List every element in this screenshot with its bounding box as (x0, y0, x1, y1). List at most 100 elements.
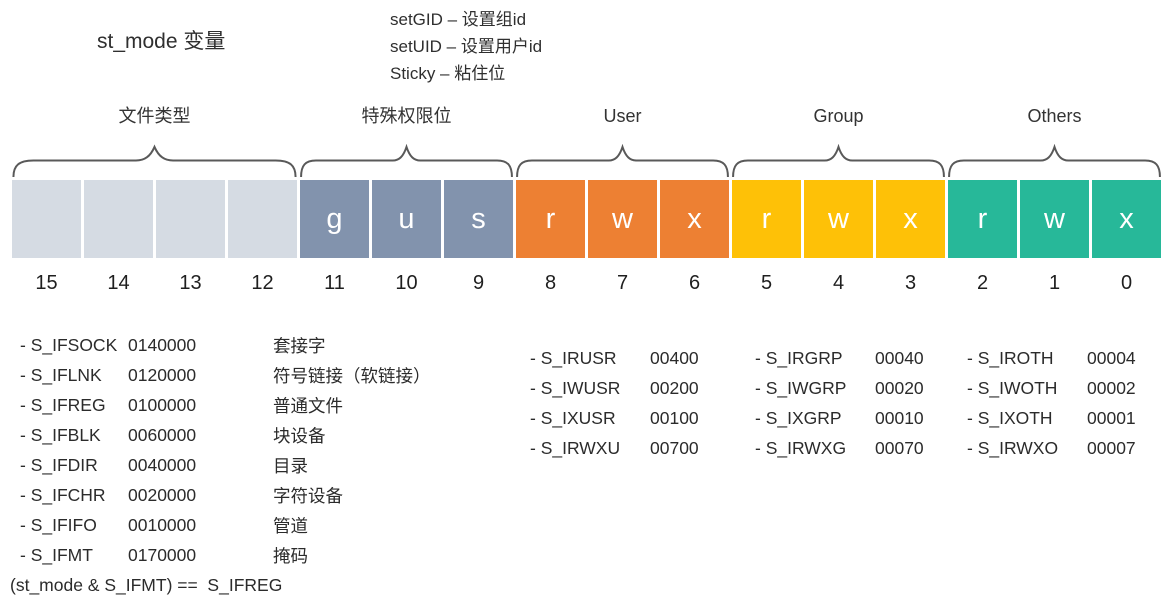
bit-letter: x (1119, 202, 1134, 235)
bit-group-others: Others r w x 2 1 0 (948, 103, 1161, 295)
flag-desc: 普通文件 (273, 395, 343, 416)
flag-value: 0010000 (128, 514, 197, 535)
group-label-filetype: 文件类型 (118, 106, 191, 126)
bitfield: 文件类型 15 14 13 12 特殊权限位 (12, 103, 1161, 295)
bit-number-12: 12 (251, 272, 274, 294)
flag-value: 00010 (875, 407, 924, 428)
group-label-user: User (603, 106, 642, 126)
bit-number-row: 2 1 0 (948, 272, 1161, 295)
flag-name: - S_IFDIR (20, 454, 98, 475)
bit-number-4: 4 (832, 272, 845, 294)
table-row: - S_IFCHR 0020000 字符设备 (20, 480, 431, 510)
table-row: - S_IXGRP 00010 (755, 403, 924, 433)
flag-value: 00040 (875, 347, 924, 368)
bit-number-10: 10 (395, 272, 418, 294)
flag-name: - S_IFSOCK (20, 334, 118, 355)
mask-formula: (st_mode & S_IFMT) == S_IFREG (10, 575, 283, 595)
flag-value: 0170000 (128, 544, 197, 565)
flag-value: 00002 (1087, 377, 1136, 398)
flag-value: 00004 (1087, 347, 1136, 368)
bit-letter: r (977, 202, 988, 235)
flag-name: - S_IWOTH (967, 377, 1058, 398)
flag-value: 00001 (1087, 407, 1136, 428)
group-label-group: Group (813, 106, 864, 126)
group-label-special: 特殊权限位 (361, 106, 452, 126)
bit-cell-2: r (948, 180, 1017, 258)
flag-name: - S_IFIFO (20, 514, 97, 535)
bit-cell-9: s (444, 180, 513, 258)
flag-name: - S_IFMT (20, 544, 93, 565)
bit-group-filetype: 文件类型 15 14 13 12 (12, 103, 297, 295)
flag-value: 00070 (875, 437, 924, 458)
flag-value: 00100 (650, 407, 699, 428)
bit-number-13: 13 (179, 272, 202, 294)
group-label-others: Others (1027, 106, 1082, 126)
flag-name: - S_IFLNK (20, 364, 102, 385)
flag-desc: 掩码 (273, 545, 308, 566)
flag-value: 0040000 (128, 454, 197, 475)
bit-group-special: 特殊权限位 g u s 11 10 9 (300, 103, 513, 295)
bit-letter: s (471, 202, 486, 235)
bit-cell-0: x (1092, 180, 1161, 258)
table-row: - S_IFMT 0170000 掩码 (20, 540, 431, 570)
flag-desc: 目录 (273, 455, 308, 476)
flag-desc: 块设备 (273, 425, 326, 446)
flag-name: - S_IRGRP (755, 347, 843, 368)
bit-letter: r (761, 202, 772, 235)
table-row: - S_IXOTH 00001 (967, 403, 1136, 433)
flag-name: - S_IWUSR (530, 377, 621, 398)
table-row: - S_IFSOCK 0140000 套接字 (20, 330, 431, 360)
bit-number-14: 14 (107, 272, 130, 294)
flag-name: - S_IFREG (20, 394, 106, 415)
table-row: - S_IWOTH 00002 (967, 373, 1136, 403)
flag-value: 0100000 (128, 394, 197, 415)
bit-number-15: 15 (35, 272, 58, 294)
table-row: - S_IRGRP 00040 (755, 343, 924, 373)
table-row: - S_IROTH 00004 (967, 343, 1136, 373)
bit-group-group: Group r w x 5 4 3 (732, 103, 945, 295)
cell-row (12, 180, 297, 258)
flag-value: 0140000 (128, 334, 197, 355)
flag-value: 0020000 (128, 484, 197, 505)
flag-value: 00020 (875, 377, 924, 398)
legend: setGID – 设置组id setUID – 设置用户id Sticky – … (390, 6, 542, 87)
flag-name: - S_IXUSR (530, 407, 616, 428)
flag-value: 0120000 (128, 364, 197, 385)
bit-number-3: 3 (904, 272, 917, 294)
brace-special (300, 144, 513, 177)
bit-cell-15 (12, 180, 81, 258)
flag-value: 00700 (650, 437, 699, 458)
bit-number-1: 1 (1048, 272, 1061, 294)
table-row: - S_IFDIR 0040000 目录 (20, 450, 431, 480)
legend-line-setuid: setUID – 设置用户id (390, 37, 543, 56)
bit-group-user: User r w x 8 7 6 (516, 103, 729, 295)
flag-name: - S_IRWXG (755, 437, 847, 458)
user-permissions-table: - S_IRUSR 00400 - S_IWUSR 00200 - S_IXUS… (530, 343, 699, 463)
bit-cell-10: u (372, 180, 441, 258)
bit-number-8: 8 (544, 272, 557, 294)
flag-value: 00007 (1087, 437, 1136, 458)
table-row: - S_IWUSR 00200 (530, 373, 699, 403)
brace-others (948, 144, 1161, 177)
bit-number-11: 11 (324, 272, 345, 294)
bit-letter: w (828, 202, 849, 235)
flag-desc: 符号链接（软链接） (273, 365, 431, 386)
bit-cell-5: r (732, 180, 801, 258)
cell-row: r w x (948, 180, 1161, 258)
table-row: - S_IWGRP 00020 (755, 373, 924, 403)
flag-desc: 管道 (273, 515, 308, 536)
flag-name: - S_IROTH (967, 347, 1054, 368)
bit-cell-6: x (660, 180, 729, 258)
flag-name: - S_IXGRP (755, 407, 842, 428)
bit-number-2: 2 (976, 272, 989, 294)
flag-name: - S_IRWXU (530, 437, 621, 458)
bit-letter: g (326, 202, 343, 235)
bit-number-row: 11 10 9 (300, 272, 513, 295)
cell-row: r w x (732, 180, 945, 258)
bit-number-5: 5 (760, 272, 773, 294)
bit-cell-4: w (804, 180, 873, 258)
flag-name: - S_IWGRP (755, 377, 847, 398)
bit-number-6: 6 (688, 272, 701, 294)
page-title: st_mode 变量 (97, 30, 226, 53)
bit-letter: x (903, 202, 918, 235)
